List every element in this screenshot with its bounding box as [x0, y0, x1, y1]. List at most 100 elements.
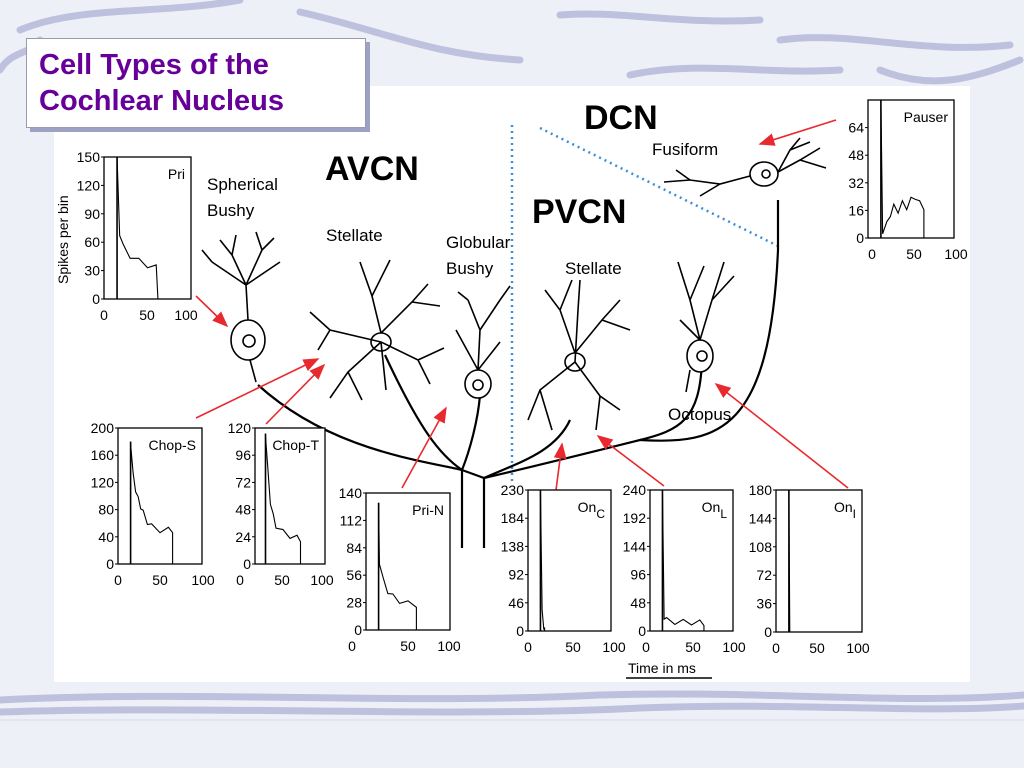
psth-xtick-label: 100	[174, 307, 198, 323]
psth-ytick-label: 120	[91, 474, 115, 490]
psth-xtick-label: 50	[400, 638, 416, 654]
psth-ytick-label: 0	[243, 556, 251, 572]
arrow-pri	[195, 295, 229, 328]
psth-frame	[775, 489, 863, 633]
psth-ytick-label: 84	[346, 540, 362, 556]
psth-ytick-label: 160	[91, 447, 115, 463]
psth-xtick-label: 100	[944, 246, 968, 262]
psth-response-line	[880, 99, 925, 238]
psth-xtick-label: 50	[152, 572, 168, 588]
psth-frame	[117, 427, 203, 565]
psth-ytick-label: 0	[516, 623, 524, 639]
psth-ytick-label: 200	[91, 420, 115, 436]
octopus-cell	[677, 261, 735, 393]
psth-ytick-label: 36	[756, 596, 772, 612]
psth-ytick-label: 64	[848, 120, 864, 136]
arrow-pauser	[758, 119, 837, 146]
psth-xtick-label: 50	[685, 639, 701, 655]
psth-ytick-label: 0	[638, 623, 646, 639]
psth-xtick-label: 0	[642, 639, 650, 655]
psth-ytick-label: 90	[84, 206, 100, 222]
psth-title: OnC	[578, 499, 606, 521]
psth-ytick-label: 48	[235, 502, 251, 518]
psth-ytick-label: 28	[346, 595, 362, 611]
psth-ytick-label: 138	[501, 538, 525, 554]
psth-ytick-label: 96	[235, 447, 251, 463]
label-stellate-pvcn: Stellate	[565, 259, 622, 278]
psth-ytick-label: 150	[77, 149, 101, 165]
psth-ytick-label: 72	[756, 567, 772, 583]
psth-title: Chop-S	[149, 437, 196, 453]
label-globular-bushy: Bushy	[446, 259, 494, 278]
psth-ytick-label: 230	[501, 482, 525, 498]
label-globular: Globular	[446, 233, 511, 252]
psth-frame	[365, 492, 451, 631]
psth-ytick-label: 56	[346, 567, 362, 583]
psth-response-line	[661, 489, 705, 631]
psth-ytick-label: 180	[749, 482, 773, 498]
psth-ytick-label: 30	[84, 263, 100, 279]
psth-ytick-label: 184	[501, 510, 525, 526]
region-label-pvcn: PVCN	[532, 193, 626, 231]
psth-xtick-label: 50	[565, 639, 581, 655]
psth-ytick-label: 46	[508, 595, 524, 611]
psth-xtick-label: 100	[310, 572, 334, 588]
arrow-chop-t	[265, 363, 326, 425]
psth-title: Pauser	[904, 109, 949, 125]
psth-ytick-label: 0	[106, 556, 114, 572]
stellate-avcn-cell	[309, 259, 445, 401]
label-fusiform: Fusiform	[652, 140, 718, 159]
psth-response-line	[130, 441, 174, 564]
psth-xtick-label: 100	[602, 639, 626, 655]
psth-xtick-label: 50	[274, 572, 290, 588]
psth-xtick-label: 100	[437, 638, 461, 654]
label-octopus: Octopus	[668, 405, 731, 424]
psth-response-line	[378, 502, 417, 630]
label-stellate-avcn: Stellate	[326, 226, 383, 245]
psth-ytick-label: 24	[235, 529, 251, 545]
psth-xtick-label: 100	[722, 639, 746, 655]
psth-ytick-label: 144	[623, 538, 647, 554]
arrow-onl	[596, 435, 665, 487]
spherical-bushy-cell	[201, 231, 281, 383]
psth-4: OnC 230 184 138 92 46 00 50 100	[501, 482, 626, 655]
slide-title-line-2: Cochlear Nucleus	[39, 85, 284, 117]
region-label-avcn: AVCN	[325, 150, 419, 188]
psth-ytick-label: 60	[84, 234, 100, 250]
psth-xtick-label: 50	[906, 246, 922, 262]
psth-xtick-label: 100	[846, 640, 870, 656]
psth-frame	[103, 156, 192, 300]
psth-xtick-label: 0	[772, 640, 780, 656]
auditory-nerve	[257, 200, 780, 548]
psth-ytick-label: 108	[749, 539, 773, 555]
arrow-chop-s	[195, 358, 320, 419]
psth-ytick-label: 80	[98, 502, 114, 518]
psth-ytick-label: 16	[848, 202, 864, 218]
arrow-onc	[553, 442, 567, 491]
x-axis-label: Time in ms	[628, 660, 696, 676]
psth-xtick-label: 0	[100, 307, 108, 323]
psth-xtick-label: 0	[348, 638, 356, 654]
psth-xtick-label: 0	[236, 572, 244, 588]
psth-ytick-label: 92	[508, 567, 524, 583]
psth-response-line	[264, 433, 302, 564]
label-spherical: Spherical	[207, 175, 278, 194]
psth-title: Pri	[168, 166, 185, 182]
arrow-pri-n	[401, 406, 447, 489]
psth-ytick-label: 72	[235, 474, 251, 490]
region-label-dcn: DCN	[584, 99, 658, 137]
psth-ytick-label: 48	[848, 147, 864, 163]
label-bushy: Bushy	[207, 201, 255, 220]
psth-ytick-label: 0	[92, 291, 100, 307]
psth-ytick-label: 0	[764, 624, 772, 640]
psth-ytick-label: 96	[630, 567, 646, 583]
psth-ytick-label: 120	[228, 420, 252, 436]
psth-ytick-label: 144	[749, 510, 773, 526]
psth-ytick-label: 240	[623, 482, 647, 498]
psth-xtick-label: 0	[524, 639, 532, 655]
psth-ytick-label: 48	[630, 595, 646, 611]
